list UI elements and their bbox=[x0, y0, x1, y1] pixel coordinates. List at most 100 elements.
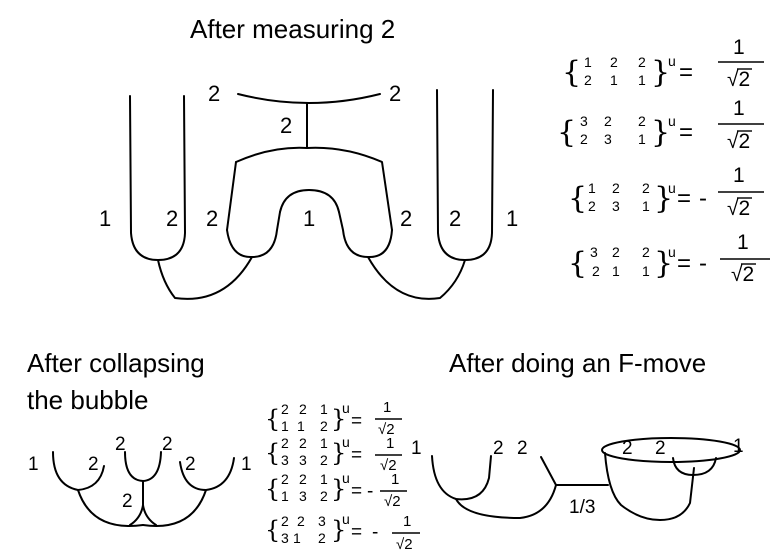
symbol-row-3: { 1 2 2 2 3 1 } u = - 1 √2 bbox=[568, 164, 764, 220]
symbol-entry: 1 bbox=[297, 418, 305, 434]
symbol-entry: 2 bbox=[642, 244, 650, 260]
fraction-denominator: √2 bbox=[727, 130, 750, 153]
symbol-entry: 1 bbox=[320, 471, 328, 487]
symbol-entry: 1 bbox=[642, 198, 650, 214]
left-lower-arc bbox=[157, 256, 253, 300]
right-brace: } bbox=[331, 475, 346, 503]
label-left-2b: 2 bbox=[206, 206, 218, 231]
superscript-u: u bbox=[342, 434, 350, 450]
heading-after-f-move: After doing an F-move bbox=[449, 348, 706, 378]
fraction-numerator: 1 bbox=[733, 36, 745, 59]
symbol-entry: 1 bbox=[281, 488, 289, 504]
label-stem-2: 2 bbox=[280, 113, 292, 138]
equals-sign: = bbox=[677, 250, 691, 277]
label-right-2a: 2 bbox=[400, 206, 412, 231]
superscript-u: u bbox=[342, 470, 350, 486]
equals-sign: = bbox=[679, 59, 693, 86]
symbol-entry: 2 bbox=[592, 263, 600, 279]
symbol-entry: 1 bbox=[638, 72, 646, 88]
symbol-row-1: { 1 2 2 2 1 1 } u = 1 √2 bbox=[562, 36, 764, 91]
symbol-entry: 2 bbox=[299, 401, 307, 417]
fraction-denominator: √2 bbox=[727, 68, 750, 91]
symbol-row-4: { 3 2 2 2 1 1 } u = - 1 √2 bbox=[568, 231, 770, 286]
lower-arc-left bbox=[77, 489, 144, 527]
label-1-right: 1 bbox=[241, 454, 252, 475]
right-brace: } bbox=[331, 439, 346, 467]
symbol-entry: 2 bbox=[318, 530, 326, 546]
left-cup bbox=[129, 95, 186, 261]
label-stem-2: 2 bbox=[122, 491, 133, 512]
symbol-entry: 1 bbox=[612, 263, 620, 279]
symbol-entry: 2 bbox=[612, 180, 620, 196]
top-arc bbox=[237, 93, 381, 104]
symbol-entry: 2 bbox=[299, 471, 307, 487]
right-lower-arc bbox=[367, 256, 466, 300]
symbol-entry: 2 bbox=[638, 54, 646, 70]
symbol-entry: 1 bbox=[588, 180, 596, 196]
symbol-entry: 1 bbox=[320, 435, 328, 451]
bubble-left-cup bbox=[226, 211, 281, 259]
symbol-entry: 2 bbox=[320, 452, 328, 468]
symbol-entry: 3 bbox=[604, 131, 612, 147]
fraction-denominator: √2 bbox=[731, 263, 754, 286]
symbol-entry: 3 bbox=[318, 513, 326, 529]
superscript-u: u bbox=[342, 400, 350, 416]
symbol-row-2: { 2 2 1 3 3 2 } u = 1 √2 bbox=[265, 434, 402, 474]
sqrt-overbars bbox=[737, 68, 756, 265]
symbol-entry: 3 bbox=[612, 198, 620, 214]
label-center-1: 1 bbox=[303, 206, 315, 231]
left-brace: { bbox=[265, 439, 280, 467]
label-2: 2 bbox=[655, 438, 666, 459]
symbol-entry: 3 bbox=[590, 244, 598, 260]
superscript-u: u bbox=[668, 53, 676, 69]
symbol-entry: 2 bbox=[281, 513, 289, 529]
symbol-entry: 1 bbox=[642, 263, 650, 279]
symbol-entry: 3 bbox=[580, 113, 588, 129]
sign: - bbox=[699, 250, 707, 277]
heading-after-collapsing-line2: the bubble bbox=[27, 385, 148, 415]
fraction-numerator: 1 bbox=[383, 399, 391, 416]
left-brace: { bbox=[562, 55, 581, 90]
label-right-2b: 2 bbox=[449, 206, 461, 231]
symbol-entry: 2 bbox=[588, 198, 596, 214]
symbol-row-1: { 2 2 1 1 1 2 } u = 1 √2 bbox=[265, 399, 402, 438]
superscript-u: u bbox=[342, 511, 350, 527]
label-left-2a: 2 bbox=[166, 206, 178, 231]
symbol-entry: 2 bbox=[610, 54, 618, 70]
symbol-entry: 2 bbox=[320, 418, 328, 434]
symbol-entry: 2 bbox=[281, 401, 289, 417]
symbol-entry: 2 bbox=[638, 113, 646, 129]
symbol-entry: 2 bbox=[580, 131, 588, 147]
right-bowl bbox=[604, 452, 695, 521]
bubble-inner-arch bbox=[279, 189, 340, 213]
left-brace: { bbox=[568, 246, 587, 281]
left-brace: { bbox=[557, 115, 576, 150]
label-top-left-2: 2 bbox=[208, 81, 220, 106]
right-brace: } bbox=[331, 516, 346, 544]
left-cup bbox=[431, 455, 492, 501]
fraction-denominator: √2 bbox=[380, 457, 397, 474]
symbol-entry: 1 bbox=[320, 401, 328, 417]
heading-after-measuring: After measuring 2 bbox=[190, 14, 395, 44]
small-cup bbox=[672, 457, 717, 476]
symbol-entry: 3 bbox=[281, 452, 289, 468]
label-left-1: 1 bbox=[99, 206, 111, 231]
right-brace: } bbox=[654, 246, 673, 281]
symbol-entry: 1 bbox=[638, 131, 646, 147]
symbol-entry: 3 bbox=[299, 488, 307, 504]
label-1-left: 1 bbox=[28, 454, 39, 475]
fraction-numerator: 1 bbox=[737, 231, 749, 254]
right-brace: } bbox=[654, 181, 673, 216]
right-brace: } bbox=[331, 405, 346, 433]
superscript-u: u bbox=[668, 180, 676, 196]
symbol-entry: 2 bbox=[604, 113, 612, 129]
right-cup bbox=[436, 89, 494, 261]
label-2: 2 bbox=[162, 434, 173, 455]
fraction-denominator: √2 bbox=[727, 197, 750, 220]
label-2: 2 bbox=[185, 454, 196, 475]
sign: - bbox=[372, 522, 378, 543]
label-one-third: 1/3 bbox=[569, 497, 595, 518]
label-top-right-2: 2 bbox=[389, 81, 401, 106]
label-right-1: 1 bbox=[506, 206, 518, 231]
